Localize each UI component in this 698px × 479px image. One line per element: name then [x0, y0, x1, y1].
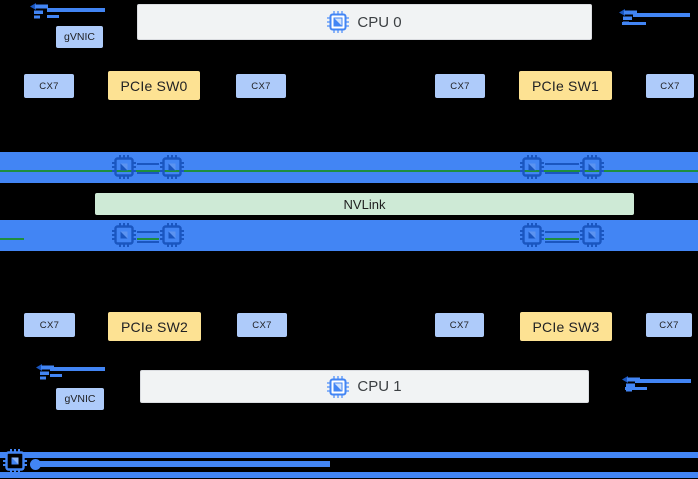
gpu-chip-icon — [520, 223, 544, 247]
gpu-network-rail — [0, 472, 698, 478]
network-icon — [30, 3, 48, 19]
pcie-sw2-label: PCIe SW2 — [121, 318, 188, 335]
cx7-label: CX7 — [39, 319, 60, 331]
gpu-connector — [545, 163, 579, 165]
pcie-sw1-label: PCIe SW1 — [532, 77, 599, 94]
network-link-line — [50, 367, 105, 371]
pcie-sw3-box: PCIe SW3 — [520, 312, 612, 341]
nvlink-connection-line — [545, 238, 579, 240]
cx7-box: CX7 — [646, 313, 692, 337]
network-link-line — [47, 8, 105, 12]
gpu-connector — [137, 163, 159, 165]
gpu-chip-icon — [580, 223, 604, 247]
network-link-line — [635, 379, 691, 383]
pcie-sw2-box: PCIe SW2 — [108, 312, 201, 341]
pcie-sw1-box: PCIe SW1 — [519, 71, 612, 100]
cx7-box: CX7 — [435, 74, 485, 98]
cx7-box: CX7 — [237, 313, 287, 337]
network-icon — [36, 364, 54, 380]
cpu1-label: CPU 1 — [357, 378, 402, 395]
gpu-chip-icon — [160, 223, 184, 247]
gpu-connector — [545, 172, 579, 174]
pcie-sw3-label: PCIe SW3 — [532, 318, 600, 335]
cx7-box: CX7 — [24, 74, 74, 98]
pcie-sw0-label: PCIe SW0 — [120, 77, 188, 94]
gvnic-box: gVNIC — [56, 388, 104, 410]
cpu0-label: CPU 0 — [357, 13, 402, 31]
gpu-network-rail — [0, 452, 698, 458]
rail-junction-dot — [30, 459, 41, 470]
network-icon — [622, 376, 640, 392]
gpu-connector — [137, 172, 159, 174]
cpu1-box: CPU 1 — [140, 370, 589, 403]
cx7-box: CX7 — [435, 313, 484, 337]
cx7-box: CX7 — [236, 74, 286, 98]
gpu-chip-icon — [580, 155, 604, 179]
cx7-label: CX7 — [659, 319, 679, 331]
nvlink-bar: NVLink — [95, 193, 634, 215]
nvlink-connection-line — [0, 170, 698, 172]
nvlink-connection-line — [137, 238, 159, 240]
cx7-label: CX7 — [449, 319, 470, 331]
chip-icon — [327, 11, 350, 33]
gpu-chip-icon — [112, 223, 136, 247]
nvlink-label: NVLink — [343, 196, 386, 212]
network-link-line — [47, 15, 59, 18]
cpu0-box: CPU 0 — [137, 4, 592, 40]
cx7-box: CX7 — [646, 74, 694, 98]
cx7-label: CX7 — [39, 80, 59, 92]
gvnic-label: gVNIC — [64, 393, 96, 405]
cx7-box: CX7 — [24, 313, 75, 337]
cx7-label: CX7 — [450, 80, 470, 92]
network-link-line — [633, 13, 690, 17]
gpu-connector — [137, 231, 159, 233]
gpu-connector — [545, 241, 579, 243]
nvlink-connection-line — [0, 238, 24, 240]
gpu-connector — [545, 231, 579, 233]
network-link-line — [50, 374, 62, 377]
chip-icon — [327, 375, 350, 398]
network-link-line — [622, 22, 646, 25]
pcie-sw0-box: PCIe SW0 — [108, 71, 200, 100]
cx7-label: CX7 — [251, 80, 271, 92]
accelerator-chip-icon — [3, 449, 27, 473]
network-link-line — [625, 387, 647, 390]
gpu-network-rail-branch — [32, 461, 330, 467]
gvnic-label: gVNIC — [64, 31, 95, 43]
gpu-connector — [137, 241, 159, 243]
cx7-label: CX7 — [660, 80, 680, 92]
gpu-chip-icon — [520, 155, 544, 179]
gpu-chip-icon — [112, 155, 136, 179]
gvnic-box: gVNIC — [56, 26, 103, 48]
cx7-label: CX7 — [252, 319, 272, 331]
gpu-chip-icon — [160, 155, 184, 179]
